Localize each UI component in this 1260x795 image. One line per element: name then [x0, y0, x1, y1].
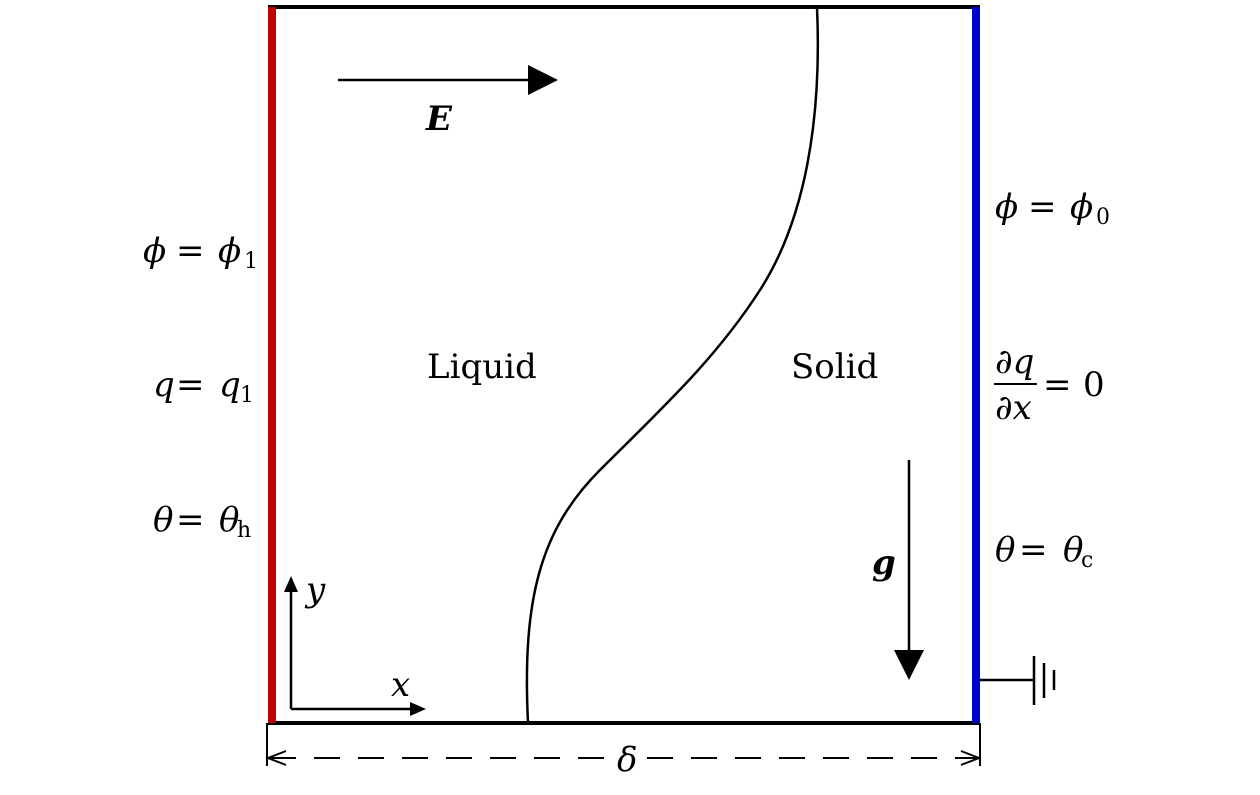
left-bc-theta: θ = θ h: [153, 500, 251, 543]
left-bc-q: q = q 1: [153, 365, 254, 408]
right-theta-lhs: θ: [995, 530, 1015, 570]
left-phi-rhs: ϕ: [218, 231, 241, 271]
right-dq-num: ∂q: [995, 342, 1034, 382]
right-phi-lhs: ϕ: [995, 187, 1018, 227]
left-q-lhs: q: [153, 365, 175, 405]
left-phi-lhs: ϕ: [143, 231, 166, 271]
left-theta-lhs: θ: [153, 500, 173, 540]
y-axis-label: y: [304, 570, 326, 610]
right-theta-eq: =: [1019, 530, 1048, 570]
gravity-label: g: [872, 543, 896, 583]
left-theta-eq: =: [176, 500, 205, 540]
right-dq-eq: =: [1043, 365, 1072, 405]
x-axis-label: x: [391, 665, 410, 705]
liquid-region-label: Liquid: [427, 347, 537, 387]
left-phi-sub: 1: [244, 249, 258, 274]
right-phi-eq: =: [1028, 187, 1057, 227]
gravity-arrow: [894, 460, 924, 680]
left-q-sub: 1: [240, 383, 254, 408]
right-bc-phi: ϕ = ϕ 0: [995, 187, 1110, 230]
left-bc-phi: ϕ = ϕ 1: [143, 231, 258, 274]
left-q-rhs: q: [219, 365, 241, 405]
right-bc-dq: ∂q ∂x = 0: [994, 342, 1105, 428]
electric-field-arrow: [338, 65, 558, 95]
right-dq-den: ∂x: [995, 388, 1032, 428]
right-theta-sub: c: [1081, 548, 1093, 573]
solid-liquid-interface: [525, 6, 820, 724]
right-bc-theta: θ = θ c: [995, 530, 1093, 573]
left-q-eq: =: [176, 365, 205, 405]
left-phi-eq: =: [176, 231, 205, 271]
width-label: δ: [617, 740, 637, 780]
right-theta-rhs: θ: [1063, 530, 1083, 570]
axes-icon: [284, 576, 426, 716]
width-dimension: [265, 723, 982, 766]
left-theta-rhs: θ: [219, 500, 239, 540]
electric-field-label: E: [425, 99, 453, 139]
ground-icon: [980, 656, 1056, 705]
solid-region-label: Solid: [791, 347, 878, 387]
left-theta-sub: h: [237, 518, 251, 543]
right-phi-rhs: ϕ: [1070, 187, 1093, 227]
right-dq-rhs: 0: [1083, 365, 1105, 405]
right-phi-sub: 0: [1096, 205, 1110, 230]
